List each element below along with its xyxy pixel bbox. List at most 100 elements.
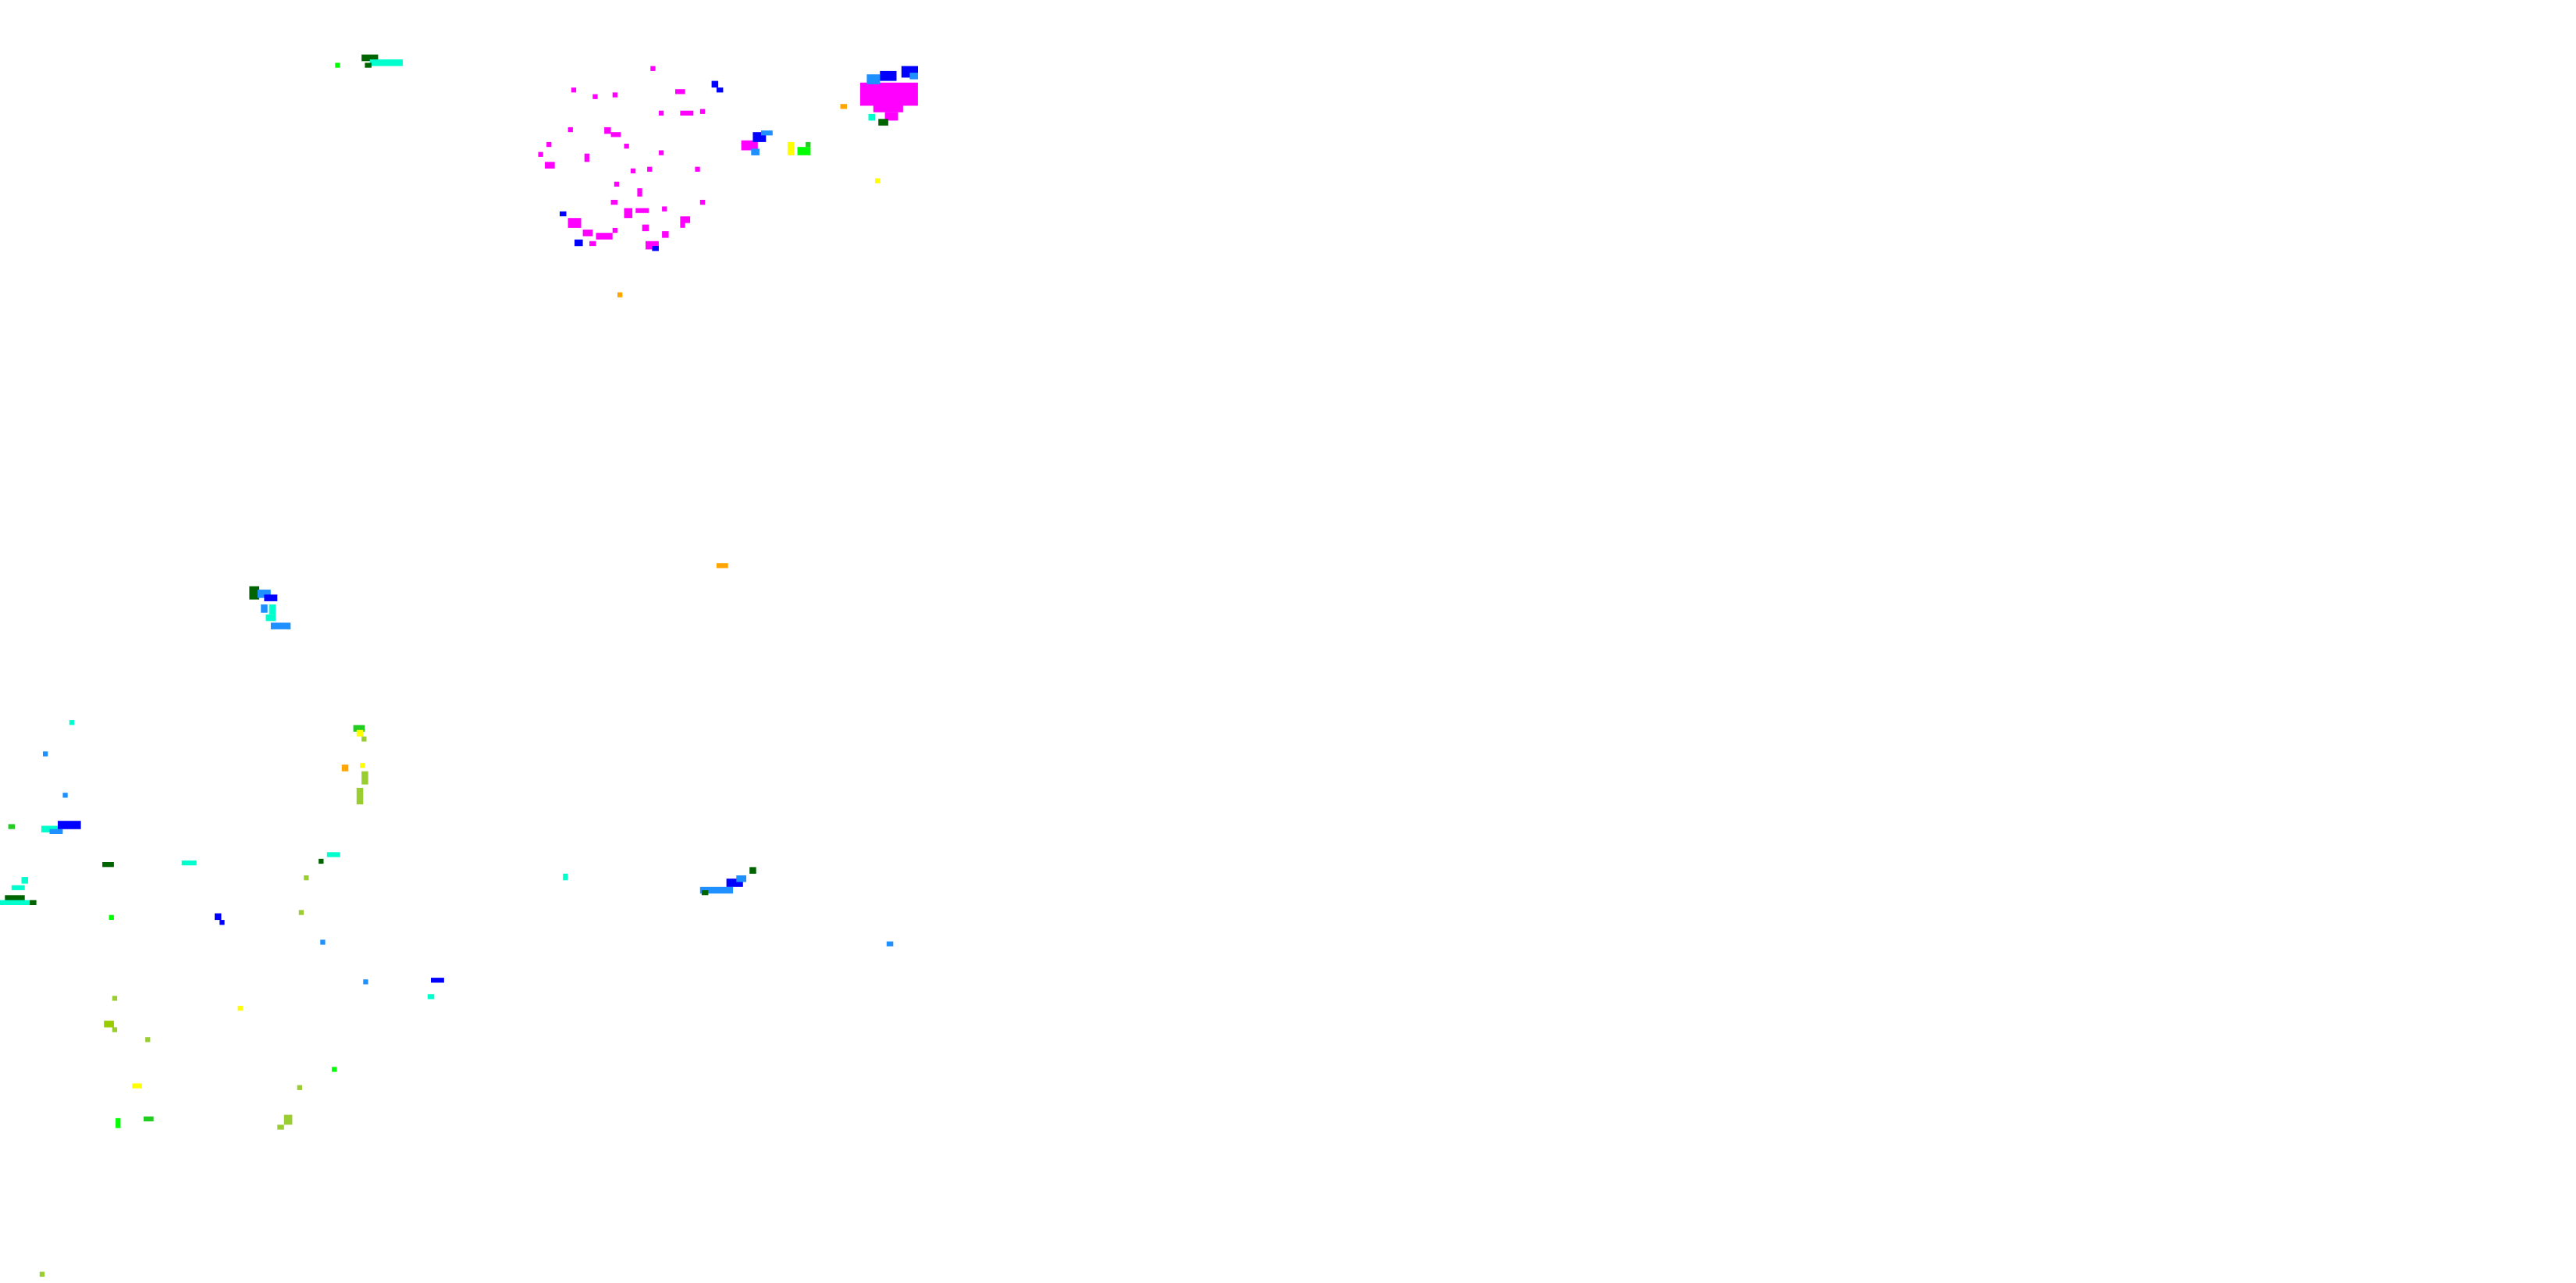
speckle-yellow: [360, 763, 365, 768]
speckle-magenta: [624, 144, 629, 149]
speckle-olive: [297, 1085, 302, 1090]
speckle-orange: [716, 563, 728, 568]
speckle-lime: [797, 147, 811, 155]
speckle-magenta: [635, 208, 649, 213]
speckle-olive: [361, 736, 367, 742]
speckle-blue: [219, 920, 225, 925]
speckle-magenta: [568, 127, 573, 133]
speckle-aquamarine: [868, 113, 875, 121]
speckle-magenta: [680, 216, 691, 223]
speckle-olive: [356, 787, 364, 805]
speckle-dodger-blue: [736, 875, 746, 882]
speckle-dark-green: [249, 586, 260, 600]
speckle-green: [8, 824, 16, 829]
speckle-magenta: [695, 166, 700, 172]
speckle-dark-green: [749, 867, 756, 874]
speckle-dodger-blue: [363, 979, 368, 985]
speckle-aquamarine: [326, 852, 340, 857]
speckle-aquamarine: [427, 994, 435, 1000]
speckle-aquamarine: [563, 873, 568, 881]
speckle-dodger-blue: [270, 622, 291, 629]
speckle-dodger-blue: [699, 886, 734, 894]
speckle-magenta: [589, 241, 596, 247]
speckle-dark-green: [878, 119, 888, 126]
speckle-orange: [840, 104, 847, 109]
speckle-orange: [617, 292, 623, 298]
speckle-dodger-blue: [257, 590, 271, 598]
speckle-magenta: [658, 150, 664, 155]
speckle-blue: [215, 913, 222, 921]
speckle-magenta: [604, 127, 611, 134]
speckle-aquamarine: [369, 59, 404, 66]
speckle-olive: [112, 996, 118, 1001]
speckle-dodger-blue: [909, 73, 918, 80]
speckle-olive: [277, 1124, 284, 1130]
speckle-dodger-blue: [886, 941, 894, 946]
speckle-blue: [560, 211, 567, 216]
speckle-olive: [145, 1037, 151, 1042]
speckle-magenta: [699, 109, 706, 114]
speckle-magenta: [873, 102, 903, 112]
speckle-dark-green: [5, 895, 25, 902]
speckle-olive: [304, 875, 309, 881]
speckle-dodger-blue: [62, 793, 68, 798]
speckle-yellow: [356, 729, 364, 737]
speckle-magenta: [568, 218, 582, 228]
speckle-aquamarine: [181, 860, 197, 866]
speckle-dodger-blue: [866, 74, 881, 84]
speckle-magenta: [646, 241, 659, 250]
speckle-blue: [575, 239, 583, 247]
speckle-dark-green: [318, 858, 324, 864]
speckle-dodger-blue: [761, 130, 773, 136]
speckle-blue: [652, 246, 659, 251]
speckle-orange: [341, 764, 349, 772]
speckle-magenta: [592, 94, 598, 99]
speckle-magenta: [538, 151, 543, 157]
speckle-dark-green: [701, 890, 709, 896]
speckle-blue: [264, 594, 278, 601]
speckle-magenta: [610, 132, 621, 137]
speckle-yellow-green: [104, 1021, 114, 1028]
speckle-olive: [39, 1271, 45, 1277]
speckle-magenta: [637, 188, 642, 197]
speckle-magenta: [584, 153, 589, 162]
speckle-aquamarine: [69, 720, 75, 725]
speckle-magenta: [650, 66, 656, 71]
speckle-green: [144, 1116, 154, 1121]
speckle-magenta: [624, 208, 633, 219]
speckle-lime: [116, 1117, 121, 1128]
speckle-magenta: [582, 230, 593, 237]
speckle-dodger-blue: [320, 939, 326, 945]
speckle-magenta: [741, 140, 758, 151]
speckle-magenta: [680, 110, 694, 116]
speckle-blue: [726, 878, 743, 887]
speckle-aquamarine: [11, 885, 25, 890]
speckle-dodger-blue: [751, 148, 760, 155]
speckle-magenta: [662, 206, 667, 212]
speckle-yellow: [132, 1083, 142, 1089]
speckle-magenta: [699, 199, 706, 205]
speckle-olive: [283, 1114, 293, 1125]
speckle-dodger-blue: [49, 829, 63, 834]
speckle-magenta: [859, 82, 918, 106]
speckle-aquamarine: [21, 877, 28, 884]
speckle-aquamarine: [265, 614, 276, 622]
speckle-yellow: [875, 178, 881, 184]
speckle-dark-green: [102, 862, 114, 868]
speckle-dark-green: [365, 62, 372, 68]
speckle-blue: [58, 821, 81, 829]
speckle-dodger-blue: [261, 604, 268, 613]
speckle-dark-green: [30, 900, 37, 905]
speckle-lime: [335, 62, 340, 68]
speckle-magenta: [571, 87, 577, 93]
speckle-yellow: [237, 1006, 243, 1011]
speckle-magenta: [596, 233, 613, 240]
speckle-magenta: [630, 168, 636, 173]
speckle-blue: [431, 978, 444, 983]
speckle-dark-green: [361, 54, 379, 62]
speckle-magenta: [647, 166, 653, 172]
speckle-magenta: [658, 110, 664, 116]
speckle-magenta: [895, 92, 909, 99]
